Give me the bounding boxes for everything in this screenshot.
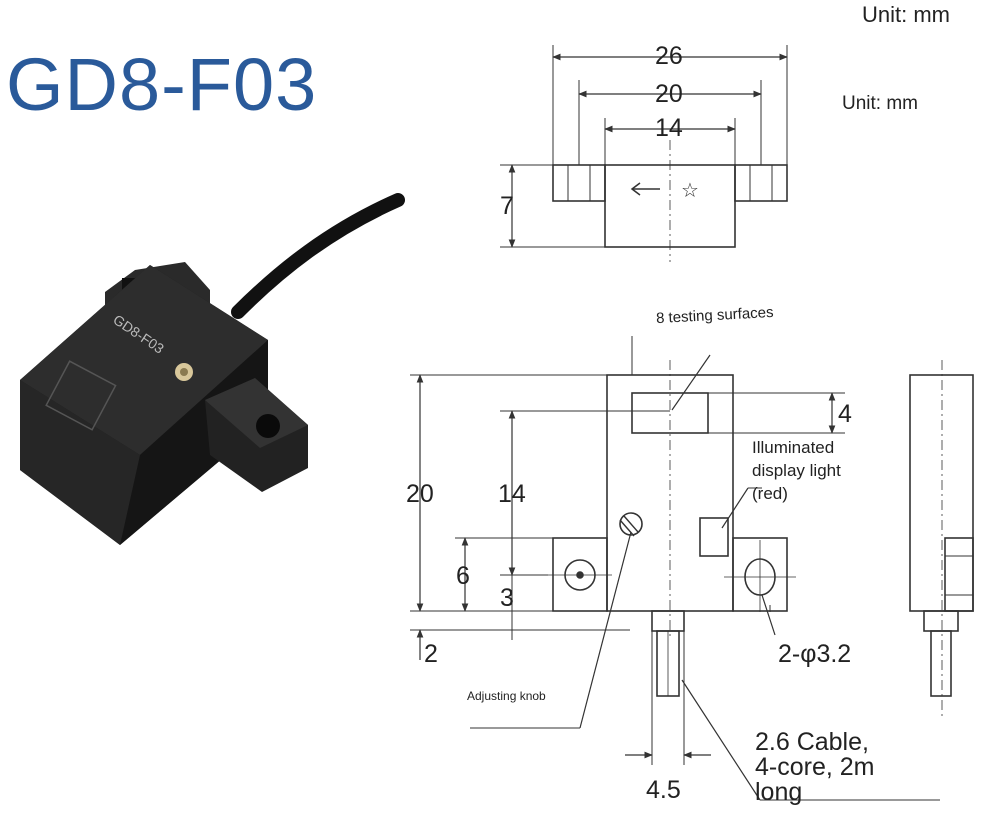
cable-label-1: 2.6 Cable, [755, 728, 869, 756]
dim-20-top: 20 [655, 80, 683, 108]
illuminated-label-2: display light [752, 461, 841, 480]
cable-label-2: 4-core, 2m [755, 753, 875, 781]
sensor-cable [231, 193, 405, 319]
cable-label-3: long [755, 778, 803, 806]
dim-4: 4 [838, 400, 852, 428]
dim-2: 2 [424, 640, 438, 668]
hole-diameter-label: 2-φ3.2 [778, 640, 852, 668]
product-photo: GD8-F03 [20, 193, 405, 545]
adjusting-knob-label: Adjusting knob [467, 689, 546, 703]
dim-14-top: 14 [655, 114, 683, 142]
unit-label-top: Unit: mm [862, 2, 950, 27]
dim-3: 3 [500, 584, 514, 612]
front-view [500, 45, 788, 262]
right-view [909, 360, 974, 720]
star-icon: ☆ [681, 178, 699, 202]
dim-7: 7 [500, 192, 514, 220]
side-view [410, 336, 940, 801]
illuminated-label-3: (red) [752, 484, 788, 503]
unit-label-mid: Unit: mm [842, 93, 918, 114]
dim-14-side: 14 [498, 480, 526, 508]
illuminated-label-1: Illuminated [752, 438, 835, 457]
dim-4-5: 4.5 [646, 776, 681, 804]
product-title: GD8-F03 [6, 43, 318, 126]
dim-20-side: 20 [406, 480, 434, 508]
dim-6: 6 [456, 562, 470, 590]
dim-26: 26 [655, 42, 683, 70]
